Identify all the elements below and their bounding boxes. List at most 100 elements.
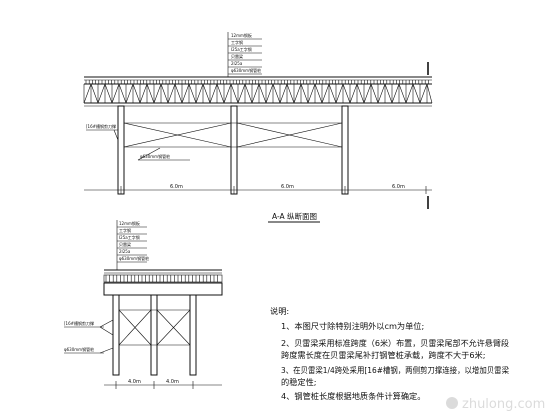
cs-pile-3 bbox=[189, 294, 197, 376]
bracing-label: [16#槽钢剪刀撑 bbox=[86, 123, 116, 129]
truss-diagonal bbox=[377, 83, 386, 104]
note-line: 跨度需长度在贝雷梁尾补打钢管桩承载，跨度不大于6米; bbox=[281, 350, 485, 360]
section-title: A-A 纵断面图 bbox=[272, 211, 317, 221]
note-line: 4、钢管桩长度根据地质条件计算确定。 bbox=[281, 391, 425, 401]
span-dimensions: 6.0m 6.0m 6.0m bbox=[84, 184, 432, 194]
truss-diagonal bbox=[419, 83, 428, 104]
cs-crossbeams bbox=[105, 275, 218, 282]
truss-diagonal bbox=[307, 83, 316, 104]
truss-diagonal bbox=[83, 83, 92, 104]
truss-diagonal bbox=[349, 83, 358, 104]
truss-diagonal bbox=[216, 83, 225, 104]
cs-bracing-callout: [16#槽钢剪刀撑 bbox=[64, 319, 114, 336]
truss-diagonal bbox=[370, 83, 379, 104]
span-label: 6.0m bbox=[170, 184, 183, 190]
pile-3 bbox=[341, 105, 349, 195]
cs-cap-beam bbox=[103, 282, 223, 296]
watermark-text: zhulong.com bbox=[462, 397, 545, 412]
pile-1 bbox=[117, 105, 125, 195]
pile-label: φ630mm钢管桩 bbox=[140, 153, 170, 159]
truss-diagonal bbox=[167, 83, 176, 104]
truss-diagonal bbox=[244, 83, 253, 104]
cs-bracing-label: [16#槽钢剪刀撑 bbox=[64, 320, 94, 326]
span-label: 6.0m bbox=[281, 184, 294, 190]
truss-diagonal bbox=[97, 83, 106, 104]
truss-diagonal bbox=[202, 83, 211, 104]
cs-span-dimensions: 4.0m 4.0m bbox=[104, 379, 222, 389]
notes-heading: 说明: bbox=[270, 306, 289, 316]
note-line: 3、在贝雷梁1/4跨处采用[16#槽钢，两侧剪刀撑连接，以增加贝雷梁 bbox=[281, 365, 509, 375]
truss-diagonal bbox=[153, 83, 162, 104]
truss-diagonal bbox=[160, 83, 169, 104]
span-label: 6.0m bbox=[392, 184, 405, 190]
truss-diagonal bbox=[300, 83, 309, 104]
cs-layer-label: 贝雷梁 bbox=[119, 241, 131, 247]
cs-scissor-brace bbox=[156, 309, 191, 346]
cs-layer-callout: 12mm钢板 工字钢 I25a工字钢 贝雷梁 2I25a φ630mm钢管桩 bbox=[116, 220, 149, 270]
truss-diagonal bbox=[181, 83, 190, 104]
truss-diagonal bbox=[230, 83, 239, 104]
cs-layer-label: I25a工字钢 bbox=[119, 234, 140, 240]
layer-label: 贝雷梁 bbox=[231, 53, 243, 59]
truss-diagonal bbox=[314, 83, 323, 104]
cs-pile-label: φ630mm钢管桩 bbox=[64, 346, 94, 352]
truss-diagonal bbox=[342, 83, 351, 104]
cs-layer-label: 2I25a bbox=[119, 249, 131, 254]
truss-diagonal bbox=[363, 83, 372, 104]
truss-diagonal bbox=[251, 83, 260, 104]
truss-diagonal bbox=[405, 83, 414, 104]
cs-span-label: 4.0m bbox=[166, 379, 179, 385]
truss-diagonal bbox=[398, 83, 407, 104]
truss-diagonal bbox=[391, 83, 400, 104]
cs-pile-callout: φ630mm钢管桩 bbox=[64, 346, 114, 354]
bailey-truss bbox=[83, 83, 433, 104]
layer-label: φ630mm钢管桩 bbox=[231, 67, 261, 73]
pile-callout: φ630mm钢管桩 bbox=[137, 147, 190, 161]
truss-diagonal bbox=[104, 83, 113, 104]
truss-diagonal bbox=[223, 83, 232, 104]
truss-diagonal bbox=[321, 83, 330, 104]
cs-span-label: 4.0m bbox=[128, 379, 141, 385]
layer-label: 12mm钢板 bbox=[231, 32, 252, 38]
truss-diagonal bbox=[139, 83, 148, 104]
truss-diagonal bbox=[384, 83, 393, 104]
truss-diagonal bbox=[286, 83, 295, 104]
truss-diagonal bbox=[146, 83, 155, 104]
pile-2 bbox=[230, 105, 238, 195]
truss-diagonal bbox=[272, 83, 281, 104]
truss-diagonal bbox=[118, 83, 127, 104]
cs-scissor-brace bbox=[118, 309, 152, 346]
layer-callout: 12mm钢板 工字钢 I25a工字钢 贝雷梁 2I25a φ630mm钢管桩 bbox=[227, 32, 262, 77]
layer-label: I25a工字钢 bbox=[231, 46, 252, 52]
truss-diagonal bbox=[328, 83, 337, 104]
cs-layer-label: 12mm钢板 bbox=[119, 220, 140, 226]
layer-label: 2I25a bbox=[231, 61, 243, 66]
scissor-brace bbox=[123, 122, 232, 148]
truss-diagonal bbox=[188, 83, 197, 104]
cross-section-view: 12mm钢板 工字钢 I25a工字钢 贝雷梁 2I25a φ630mm钢管桩 [… bbox=[64, 220, 223, 389]
truss-diagonal bbox=[237, 83, 246, 104]
truss-diagonal bbox=[195, 83, 204, 104]
notes-block: 说明: 1、本图尺寸除特别注明外以cm为单位; 2、贝雷梁采用标准跨度（6米）布… bbox=[270, 306, 509, 401]
note-line: 2、贝雷梁采用标准跨度（6米）布置，贝雷梁尾部不允许悬臂段 bbox=[281, 338, 509, 348]
truss-diagonal bbox=[335, 83, 344, 104]
truss-diagonal bbox=[279, 83, 288, 104]
deck-crossbeams bbox=[85, 80, 429, 84]
truss-diagonal bbox=[209, 83, 218, 104]
truss-diagonal bbox=[426, 83, 433, 104]
cs-deck-beams bbox=[103, 274, 223, 283]
elevation-view: 12mm钢板 工字钢 I25a工字钢 贝雷梁 2I25a φ630mm钢管桩 [… bbox=[83, 32, 433, 223]
note-line: 1、本图尺寸除特别注明外以cm为单位; bbox=[281, 321, 424, 331]
truss-diagonal bbox=[132, 83, 141, 104]
truss-diagonal bbox=[258, 83, 267, 104]
cs-pile-1 bbox=[112, 294, 120, 376]
truss-diagonal bbox=[174, 83, 183, 104]
truss-diagonal bbox=[356, 83, 365, 104]
truss-diagonal bbox=[265, 83, 274, 104]
cs-pile-2 bbox=[150, 294, 158, 376]
truss-diagonal bbox=[293, 83, 302, 104]
cs-layer-label: φ630mm钢管桩 bbox=[119, 255, 149, 261]
cs-layer-label: 工字钢 bbox=[119, 227, 131, 233]
bracing-callout: [16#槽钢剪刀撑 bbox=[86, 123, 119, 141]
